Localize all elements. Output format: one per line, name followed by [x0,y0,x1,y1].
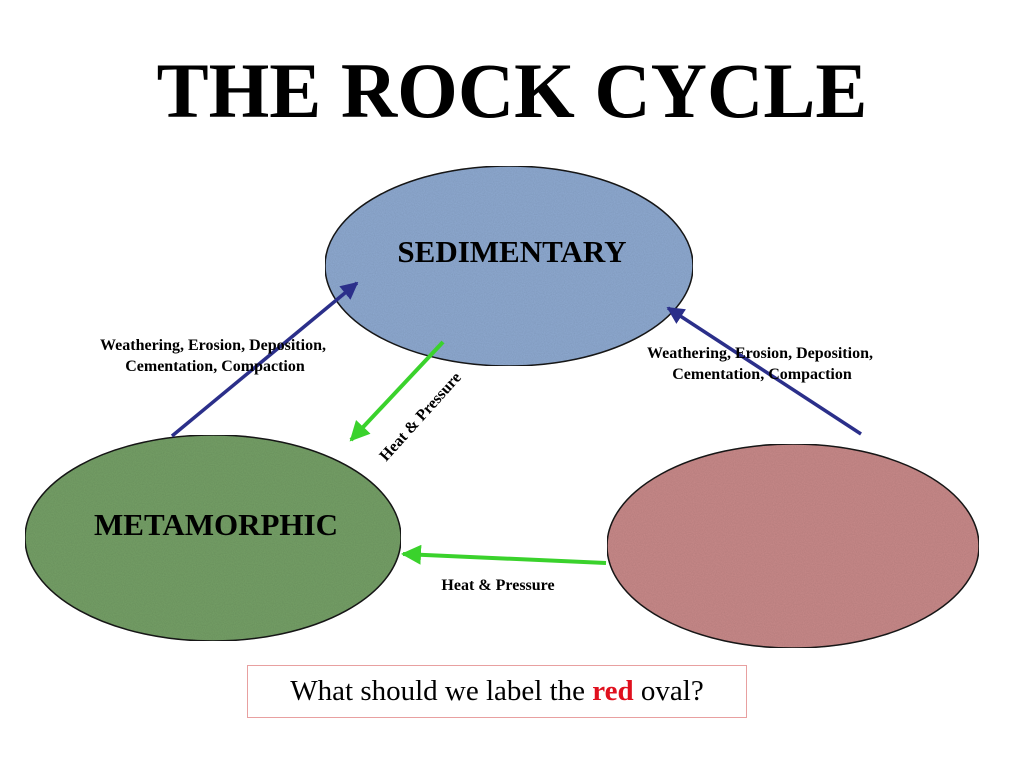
weathering-label-right-line2: Cementation, Compaction [672,366,852,383]
weathering-label-left-line2: Cementation, Compaction [125,358,305,375]
page-title: THE ROCK CYCLE [156,47,868,134]
weathering-label-right: Weathering, Erosion, Deposition, Cementa… [647,345,877,383]
heat-pressure-arrow-bottom [401,544,607,565]
weathering-label-left-line1: Weathering, Erosion, Deposition, [100,337,326,354]
heat-pressure-arrow-diagonal [349,340,445,442]
question-text-before: What should we label the [290,675,586,707]
weathering-arrow-right [666,306,862,436]
weathering-arrow-left [170,281,359,438]
weathering-label-right-line1: Weathering, Erosion, Deposition, [647,345,873,362]
question-box: What should we label the red oval? [247,665,747,718]
question-highlight-red: red [592,675,634,707]
sedimentary-oval [324,165,694,367]
sedimentary-label: SEDIMENTARY [397,234,626,269]
weathering-label-left: Weathering, Erosion, Deposition, Cementa… [100,337,330,375]
heat-pressure-label-diagonal: Heat & Pressure [376,369,464,464]
metamorphic-oval [24,434,402,642]
heat-pressure-label-bottom: Heat & Pressure [441,577,554,594]
red-oval [606,443,980,649]
metamorphic-label: METAMORPHIC [94,507,338,542]
question-text-after: oval? [640,675,704,707]
